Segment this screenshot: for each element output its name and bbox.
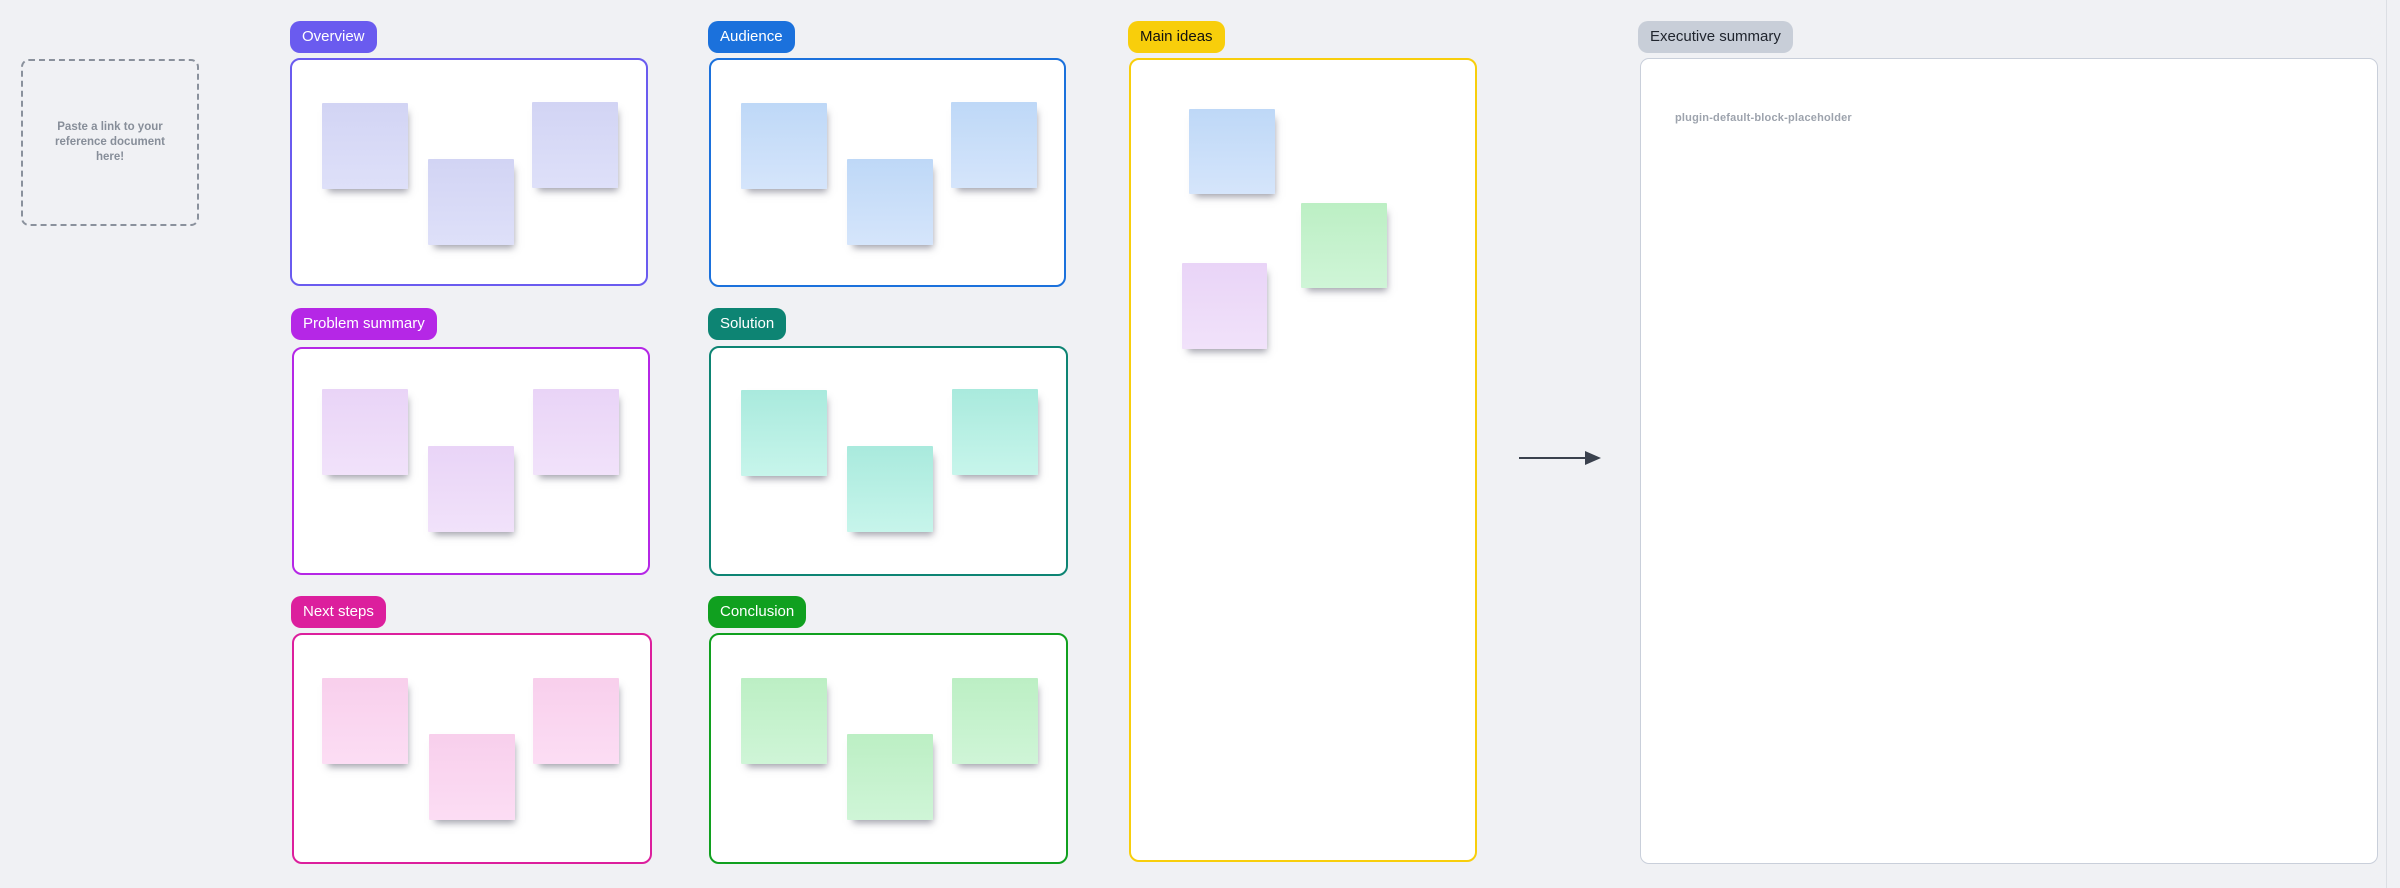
flow-arrow[interactable] (1517, 448, 1603, 468)
section-label-executive-summary[interactable]: Executive summary (1638, 21, 1793, 53)
sticky-note-overview-3[interactable] (532, 102, 618, 188)
section-box-main-ideas[interactable] (1129, 58, 1477, 862)
sticky-note-solution-3[interactable] (952, 389, 1038, 475)
section-label-next-steps[interactable]: Next steps (291, 596, 386, 628)
reference-hint-text: Paste a link to your reference document … (55, 121, 165, 163)
sticky-note-problem-summary-3[interactable] (533, 389, 619, 475)
section-label-problem-summary[interactable]: Problem summary (291, 308, 437, 340)
section-label-audience[interactable]: Audience (708, 21, 795, 53)
sticky-note-main-ideas-1[interactable] (1189, 109, 1275, 194)
sticky-note-audience-3[interactable] (951, 102, 1037, 188)
sticky-note-main-ideas-3[interactable] (1182, 263, 1267, 349)
section-label-main-ideas[interactable]: Main ideas (1128, 21, 1225, 53)
sticky-note-audience-2[interactable] (847, 159, 933, 245)
sticky-note-conclusion-2[interactable] (847, 734, 933, 820)
sticky-note-next-steps-3[interactable] (533, 678, 619, 764)
canvas-edge-divider (2386, 0, 2387, 888)
sticky-note-overview-1[interactable] (322, 103, 408, 189)
executive-summary-box[interactable]: plugin-default-block-placeholder (1640, 58, 2378, 864)
sticky-note-next-steps-2[interactable] (429, 734, 515, 820)
section-label-solution[interactable]: Solution (708, 308, 787, 340)
executive-summary-placeholder: plugin-default-block-placeholder (1675, 112, 1852, 124)
sticky-note-problem-summary-1[interactable] (322, 389, 408, 475)
sticky-note-solution-2[interactable] (847, 446, 933, 532)
sticky-note-problem-summary-2[interactable] (428, 446, 514, 532)
section-label-conclusion[interactable]: Conclusion (708, 596, 807, 628)
sticky-note-main-ideas-2[interactable] (1301, 203, 1387, 288)
sticky-note-next-steps-1[interactable] (322, 678, 408, 764)
section-label-overview[interactable]: Overview (290, 21, 377, 53)
sticky-note-overview-2[interactable] (428, 159, 514, 245)
sticky-note-audience-1[interactable] (741, 103, 827, 189)
reference-link-dropzone[interactable]: Paste a link to your reference document … (21, 59, 199, 226)
sticky-note-conclusion-1[interactable] (741, 678, 827, 764)
sticky-note-solution-1[interactable] (741, 390, 827, 476)
sticky-note-conclusion-3[interactable] (952, 678, 1038, 764)
